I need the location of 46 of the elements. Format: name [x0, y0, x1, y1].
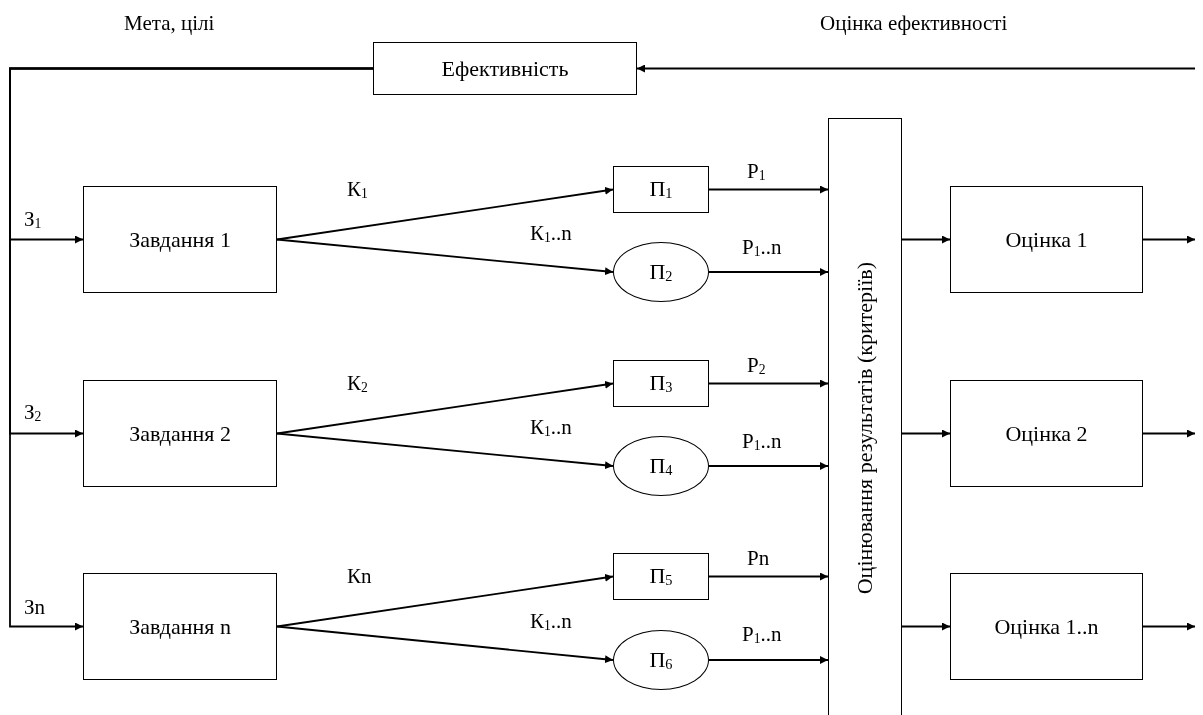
process-box	[373, 42, 637, 95]
node-text: Оцінка 2	[1005, 420, 1088, 447]
arrow	[901, 429, 951, 438]
process-box	[950, 573, 1143, 680]
arrow	[276, 573, 614, 628]
process-box	[950, 380, 1143, 487]
node-text: П$_{6}$	[649, 646, 673, 674]
process-box	[613, 360, 709, 407]
arrow	[708, 185, 829, 194]
process-box	[83, 186, 277, 293]
node-text: Ефективність	[441, 55, 569, 82]
arrow	[901, 235, 951, 244]
arrow	[901, 622, 951, 631]
node-text: П$_{1}$	[649, 176, 673, 203]
arrow	[276, 186, 614, 241]
node-text: Завдання n	[129, 613, 231, 640]
arrow	[708, 572, 829, 581]
arrow	[276, 432, 614, 470]
edge-label: Оцінка ефективності	[818, 12, 1010, 36]
arrow	[1142, 622, 1196, 631]
arrow	[276, 625, 614, 664]
node-text: Оцінка 1..n	[994, 613, 1099, 640]
arrow	[1142, 235, 1196, 244]
arrow	[708, 379, 829, 388]
arrow	[636, 64, 1196, 73]
process-box	[83, 380, 277, 487]
process-box	[83, 573, 277, 680]
arrow	[276, 238, 614, 276]
arrow	[9, 67, 374, 631]
evaluation-bar	[828, 118, 902, 715]
arrow	[276, 380, 614, 435]
arrow	[708, 462, 829, 470]
node-text: П$_{2}$	[649, 258, 673, 286]
arrow	[708, 656, 829, 664]
node-text: Оцінювання результатів (критеріїв)	[852, 261, 878, 595]
arrow	[708, 268, 829, 276]
node-text: П$_{4}$	[649, 452, 673, 480]
node-text: Оцінка 1	[1005, 226, 1088, 253]
node-text: П$_{3}$	[649, 370, 673, 397]
node-text: Завдання 2	[129, 420, 231, 447]
node-text: Завдання 1	[129, 226, 231, 253]
process-box	[950, 186, 1143, 293]
process-box	[613, 166, 709, 213]
arrow	[1142, 429, 1196, 438]
node-text: П$_{5}$	[649, 563, 673, 590]
process-box	[613, 553, 709, 600]
